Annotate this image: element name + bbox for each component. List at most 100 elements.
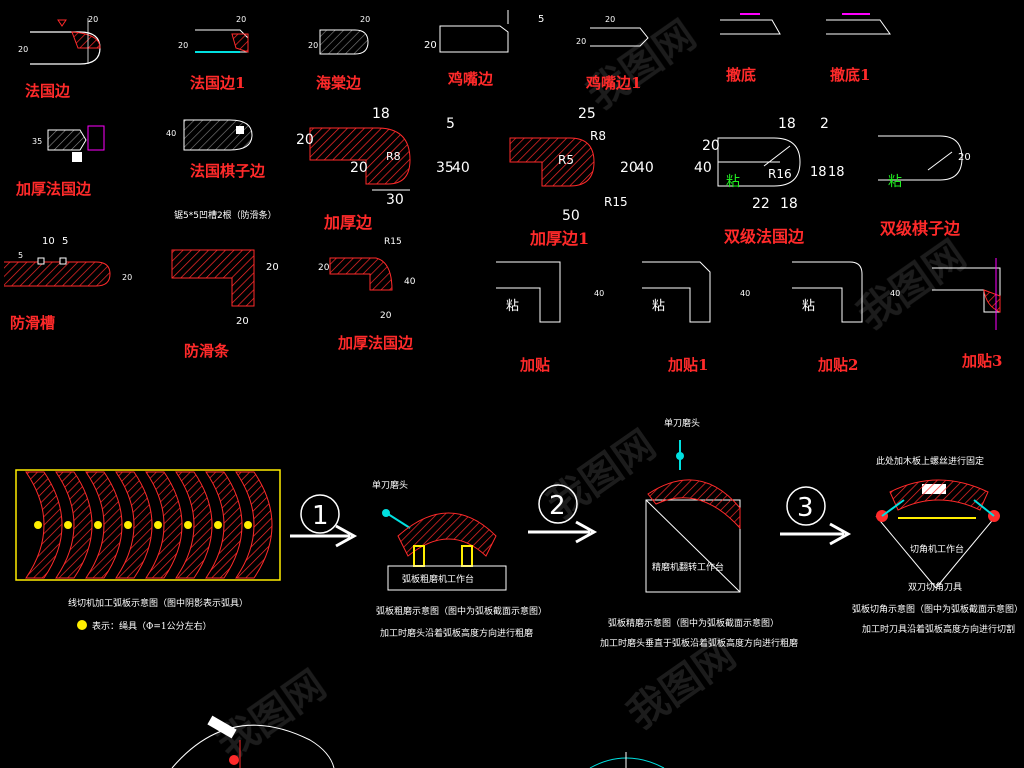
step-3-arrow: 3	[780, 486, 852, 546]
dim-R15: R15	[604, 195, 628, 209]
profile-label: 加贴2	[817, 356, 858, 374]
rope-legend: 表示：绳具（Φ=1公分左右）	[92, 620, 212, 632]
step-number: 2	[549, 491, 566, 521]
wirecut-caption: 线切机加工弧板示意图（图中阴影表示弧具）	[68, 597, 248, 609]
glue-mark: 粘	[726, 174, 740, 190]
dim-20: 20	[236, 15, 246, 24]
dim-5: 5	[446, 116, 455, 132]
glue-mark: 粘	[802, 299, 815, 314]
arc-blanks	[25, 471, 273, 579]
dim-20: 20	[350, 160, 368, 176]
dim-20: 20	[122, 273, 132, 282]
dim-25: 25	[578, 106, 596, 122]
dim-40: 40	[452, 160, 470, 176]
dim-30: 30	[386, 192, 404, 208]
dim-20: 20	[178, 41, 188, 50]
dim-35: 35	[436, 160, 454, 176]
grinder-label: 单刀磨头	[372, 479, 408, 491]
dim-20: 20	[308, 41, 318, 50]
profile-thick-edge-1: 25 R8 R5 R15 20 40 50 加厚边1	[509, 106, 654, 248]
dim-5: 5	[62, 236, 68, 247]
profile-beak-edge: 5 20 鸡嘴边	[424, 10, 544, 88]
dim-20: 20	[424, 40, 437, 51]
rough-caption-1: 弧板粗磨示意图（图中为弧板截面示意图）	[376, 605, 547, 617]
dim-20: 20	[576, 37, 586, 46]
rough-caption-2: 加工时磨头沿着弧板高度方向进行粗磨	[380, 627, 533, 639]
dim-20: 20	[88, 15, 98, 24]
dim-18: 18	[780, 196, 798, 212]
fine-caption-1: 弧板精磨示意图（图中为弧板截面示意图）	[608, 617, 779, 629]
profile-thick-french-edge-2: R15 20 40 20 加厚法国边	[318, 237, 416, 352]
fine-grinding-diagram: 单刀磨头 精磨机翻转工作台 弧板精磨示意图（图中为弧板截面示意图） 加工时磨头垂…	[600, 417, 798, 649]
dim-20: 20	[702, 138, 720, 154]
dim-20: 20	[605, 15, 615, 24]
profile-undercut: 撤底	[720, 13, 781, 84]
chamfer-diagram: 此处加木板上螺丝进行固定 切角机工作台 双刀切角刀具 弧板切角示意图（图中为弧板…	[852, 455, 1023, 635]
profile-label: 加贴	[519, 356, 550, 374]
profile-french-chess-edge: 40 法国棋子边	[166, 119, 266, 180]
glue-mark: 粘	[888, 174, 902, 190]
profile-label: 加厚边1	[529, 229, 589, 248]
profile-laminated: 粘 40 加贴	[496, 261, 604, 374]
dim-20: 20	[360, 15, 370, 24]
profile-french-edge: 20 20 法国边	[18, 15, 101, 100]
dim-10: 10	[42, 236, 55, 247]
dim-18: 18	[372, 106, 390, 122]
watermark-layer: 我图网 我图网 我图网 我图网 我图网	[209, 12, 974, 768]
chamfer-caption-1: 弧板切角示意图（图中为弧板截面示意图）	[852, 603, 1023, 615]
profile-undercut-1: 撤底1	[826, 13, 891, 84]
profile-label: 双级法国边	[724, 227, 805, 246]
dim-20: 20	[18, 45, 28, 54]
profile-label: 加贴1	[667, 356, 708, 374]
profile-label: 法国边1	[190, 74, 245, 92]
profile-laminated-2: 粘 40 加贴2	[792, 261, 900, 374]
dim-R8: R8	[386, 150, 401, 163]
dim-5: 5	[18, 251, 23, 260]
dim-2: 2	[820, 116, 829, 132]
dim-R8: R8	[590, 129, 606, 143]
profile-label: 加厚边	[323, 213, 373, 232]
profile-double-french-edge: 18 2 40 20 R16 18 18 22 18 粘 双级法国边	[694, 116, 845, 246]
double-knife-label: 双刀切角刀具	[908, 581, 962, 593]
profile-label: 加厚法国边	[15, 180, 92, 198]
dim-40: 40	[890, 289, 900, 298]
dim-20: 20	[236, 316, 249, 327]
step-2-arrow: 2	[528, 484, 598, 544]
dim-35: 35	[32, 137, 42, 146]
dim-40: 40	[740, 289, 750, 298]
grinder-label: 单刀磨头	[664, 417, 700, 429]
anti-slip-note: 锯5*5凹槽2根（防滑条）	[174, 209, 277, 221]
dim-40: 40	[166, 129, 176, 138]
profile-label: 撤底	[726, 66, 756, 84]
dim-50: 50	[562, 208, 580, 224]
profile-label: 撤底1	[830, 66, 870, 84]
dim-20: 20	[380, 311, 392, 321]
dim-5: 5	[538, 14, 544, 25]
profile-begonia-edge: 20 20 海棠边	[308, 15, 370, 92]
watermark: 我图网	[209, 662, 334, 768]
rope-markers	[34, 521, 252, 529]
fix-note: 此处加木板上螺丝进行固定	[876, 455, 984, 467]
dim-20: 20	[266, 262, 279, 273]
rough-table-label: 弧板粗磨机工作台	[402, 573, 474, 585]
dim-18: 18	[810, 165, 827, 180]
profile-french-edge-1: 20 20 法国边1	[178, 15, 249, 92]
profile-laminated-3: 加贴3	[932, 258, 1002, 370]
chamfer-table-label: 切角机工作台	[910, 543, 964, 555]
glue-mark: 粘	[652, 299, 665, 314]
profile-label: 法国棋子边	[190, 162, 266, 180]
step-number: 1	[312, 501, 329, 531]
step-1-arrow: 1	[290, 494, 358, 548]
profile-label: 鸡嘴边1	[585, 74, 641, 92]
watermark: 我图网	[849, 232, 974, 339]
bottom-partial-drawings	[171, 715, 665, 768]
profile-label: 防滑槽	[10, 314, 55, 332]
dim-R15: R15	[384, 237, 402, 247]
dim-20: 20	[958, 152, 971, 163]
dim-20: 20	[296, 132, 314, 148]
rope-legend-dot	[77, 620, 87, 630]
dim-40: 40	[694, 160, 712, 176]
dim-20: 20	[620, 160, 638, 176]
profile-label: 双级棋子边	[880, 219, 961, 238]
profile-label: 海棠边	[316, 74, 362, 92]
